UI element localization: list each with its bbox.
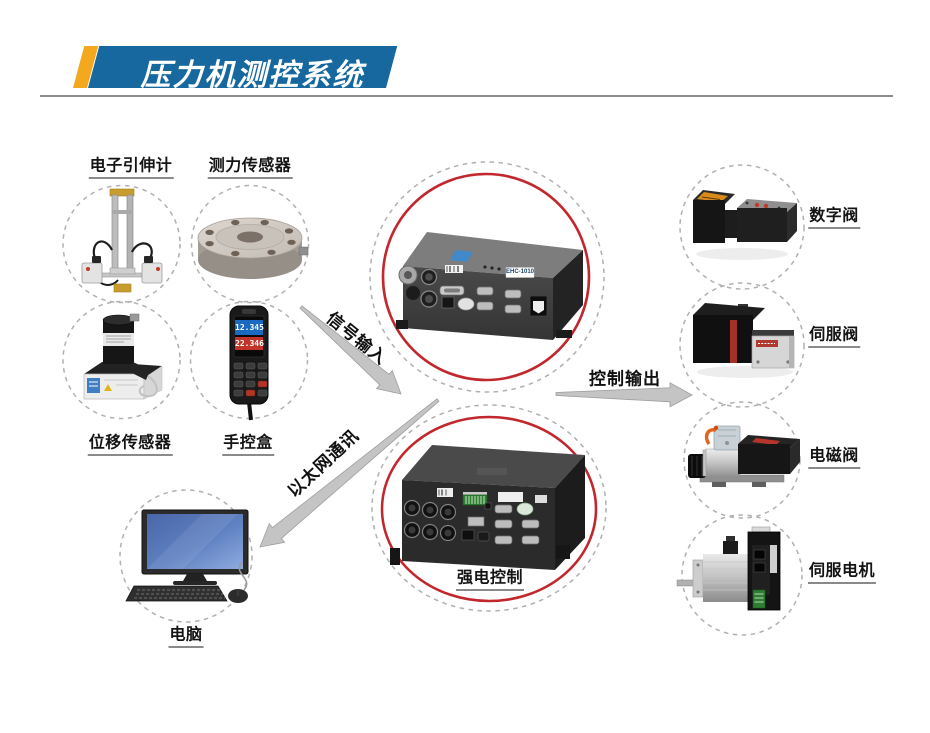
label-power-controller: 强电控制	[455, 564, 525, 591]
servo-valve-image	[693, 303, 795, 378]
dashed-circle-servo-motor	[681, 514, 803, 636]
label-solenoid-valve: 电磁阀	[808, 442, 860, 469]
digital-valve-image	[693, 190, 797, 260]
power-controller-image	[390, 445, 585, 570]
signal-input-arrow	[299, 305, 402, 395]
header-divider	[40, 95, 893, 97]
dashed-circle-load-cell	[190, 184, 310, 304]
label-handheld-controller: 手控盒	[222, 429, 274, 456]
extensometer-image	[81, 188, 163, 293]
dashed-ellipse-power-controller	[371, 404, 607, 612]
label-load-cell: 测力传感器	[207, 152, 293, 179]
dashed-group-circles	[62, 161, 805, 636]
dashed-circle-extensometer	[62, 184, 181, 304]
label-computer: 电脑	[168, 621, 204, 648]
label-displacement-sensor: 位移传感器	[87, 429, 173, 456]
signal-controller-image	[396, 232, 583, 340]
flow-arrows	[259, 305, 693, 548]
label-servo-motor: 伺服电机	[807, 557, 877, 584]
label-digital-valve: 数字阀	[808, 202, 860, 229]
signal-controller-model-sticker: EHC-1010	[506, 269, 535, 275]
ethernet-arrow	[259, 398, 440, 548]
load-cell-image	[197, 217, 309, 279]
label-servo-valve: 伺服阀	[808, 321, 860, 348]
solenoid-valve-image	[688, 425, 800, 487]
dashed-circle-servo-valve	[679, 282, 805, 408]
handheld-display-value-2: 22.346	[235, 337, 264, 350]
displacement-sensor-image	[83, 313, 163, 400]
dashed-circle-displacement-sensor	[62, 300, 181, 420]
handheld-display-value-1: 12.345	[235, 320, 264, 335]
dashed-circle-computer	[119, 489, 253, 623]
label-extensometer: 电子引伸计	[88, 152, 174, 179]
highlight-ellipse-signal-controller	[381, 172, 591, 382]
dashed-ellipse-signal-controller	[369, 161, 605, 393]
servo-motor-image	[676, 526, 781, 611]
computer-image	[125, 509, 249, 603]
highlight-ellipse-power-controller	[380, 415, 598, 603]
dashed-circle-digital-valve	[679, 164, 805, 290]
label-control-output: 控制输出	[589, 369, 661, 389]
controller-highlight-ellipses	[380, 172, 598, 603]
page-title: 压力机测控系统	[140, 59, 365, 92]
control-output-arrow	[555, 382, 693, 408]
